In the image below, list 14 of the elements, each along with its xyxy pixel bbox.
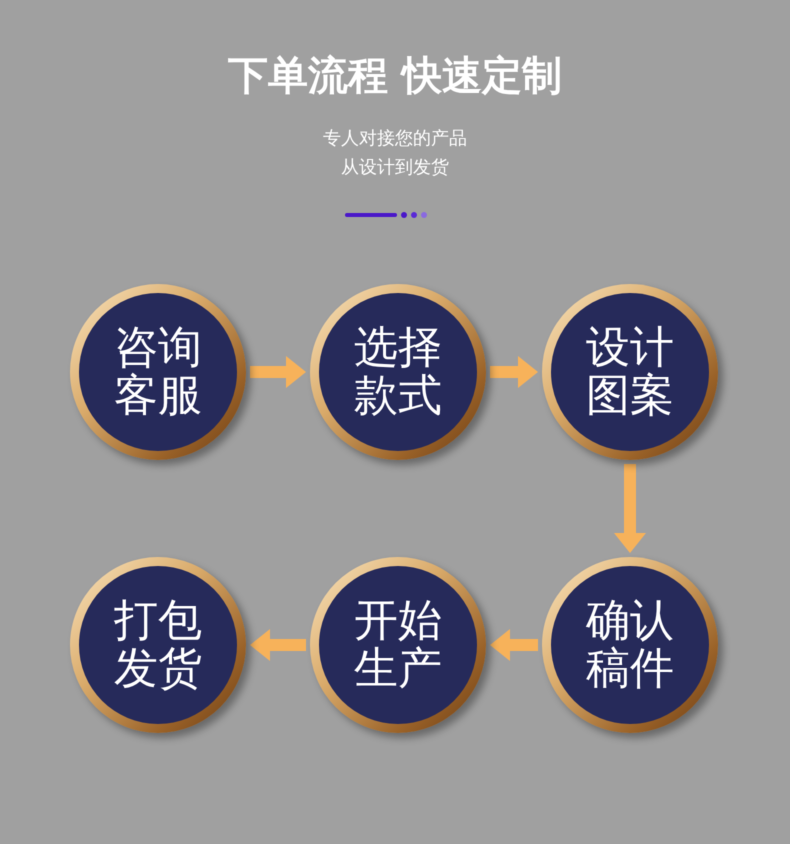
step-label: 设计图案 <box>585 324 675 420</box>
step-label: 选择款式 <box>353 324 443 420</box>
step-label: 咨询客服 <box>113 324 203 420</box>
arrow <box>614 464 646 553</box>
step-label: 打包发货 <box>113 597 203 693</box>
subtitle-line: 从设计到发货 <box>341 156 449 179</box>
step-label: 确认稿件 <box>585 597 675 693</box>
arrow <box>250 356 306 388</box>
step-label: 开始生产 <box>353 597 443 693</box>
arrow <box>250 629 306 661</box>
arrow <box>490 629 538 661</box>
arrow <box>490 356 538 388</box>
title: 下单流程 快速定制 <box>228 53 562 99</box>
subtitle-line: 专人对接您的产品 <box>323 127 467 150</box>
